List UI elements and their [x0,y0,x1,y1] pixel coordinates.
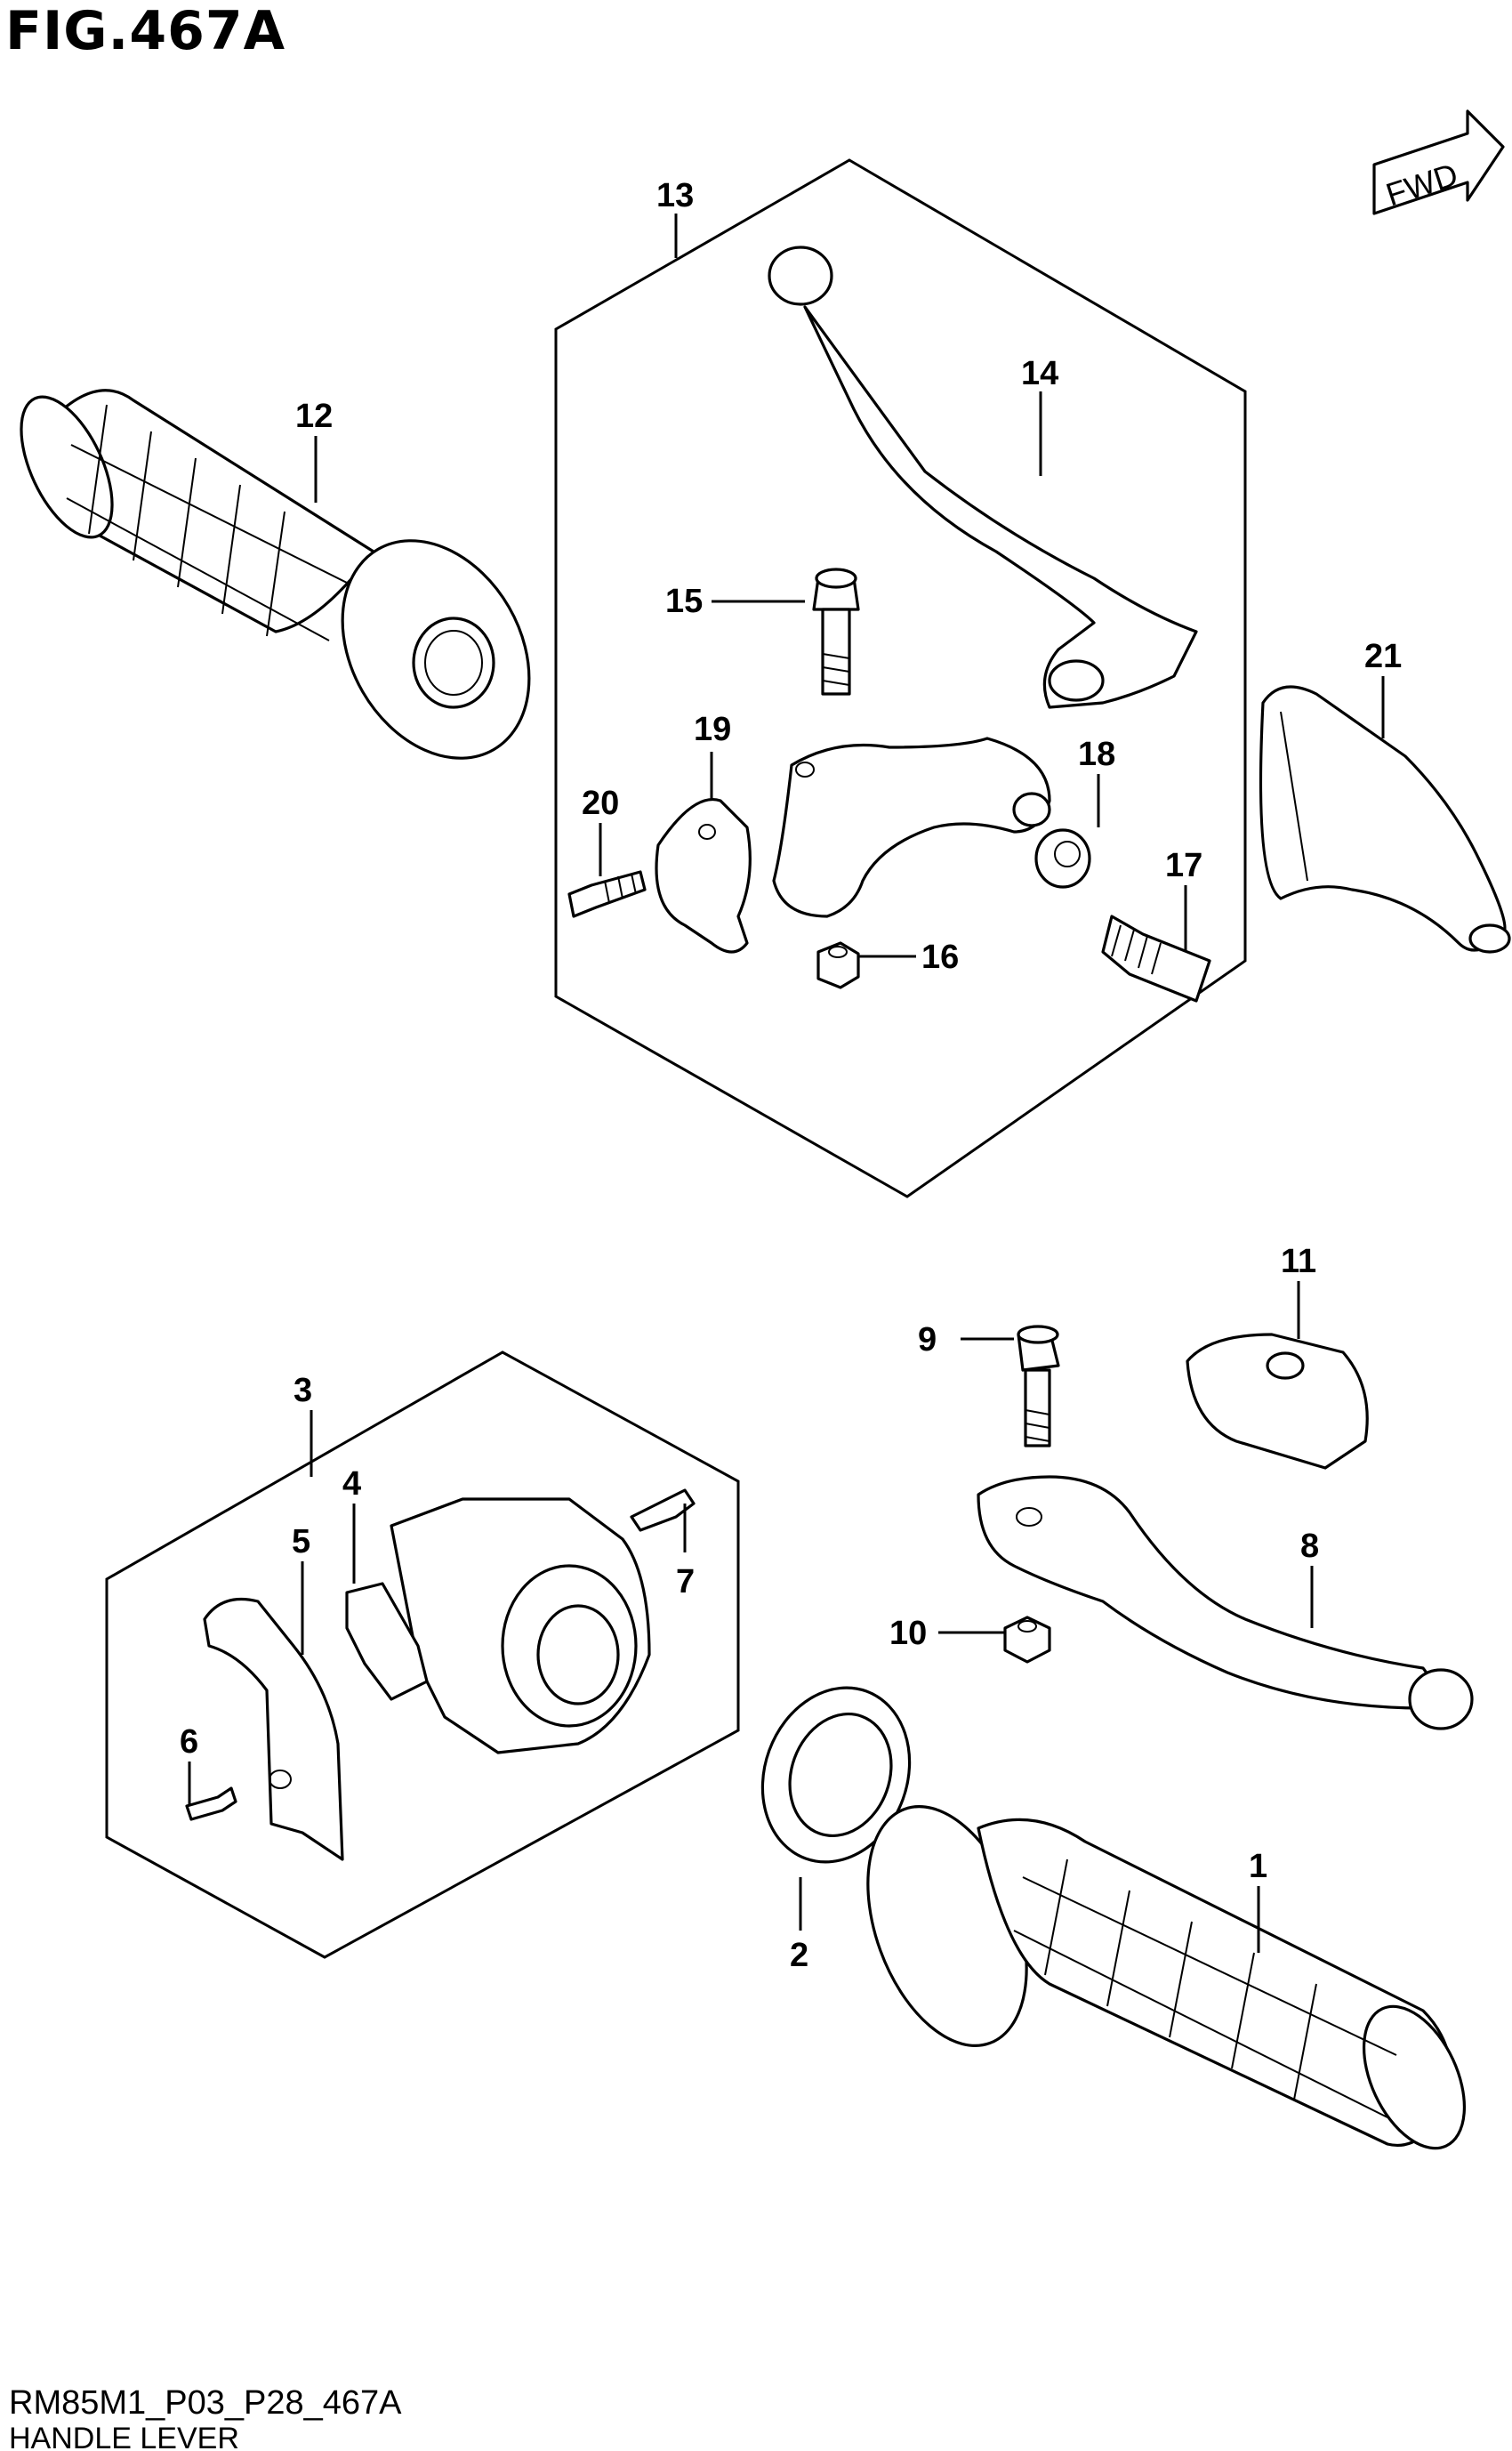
callout-10: 10 [889,1615,927,1652]
throttle-housing [390,1497,651,1754]
callout-labels: 12 13 14 15 19 20 18 17 16 21 11 9 8 10 … [180,177,1402,1974]
bolt-9 [1017,1325,1060,1447]
adjuster-nut-18 [1034,828,1091,889]
clutch-lever [768,246,1198,709]
callout-14: 14 [1021,355,1058,392]
lever-cover-11 [1186,1333,1369,1470]
callout-11: 11 [1281,1243,1316,1280]
group-box-3 [105,1350,740,1959]
brake-lever-8 [977,1475,1474,1730]
adjuster-bolt-17 [1101,915,1211,1003]
nut-10 [1003,1616,1051,1664]
bolt-15 [812,568,860,696]
leader-lines [188,214,1385,1953]
screw-7 [630,1488,696,1532]
callout-20: 20 [582,785,619,822]
callout-16: 16 [921,939,959,976]
lever-holder [772,737,1051,918]
grip-left [20,389,531,760]
callout-9: 9 [918,1321,937,1359]
lever-cover-21 [1259,685,1511,954]
group-box-13 [554,158,1247,1198]
figure-code: RM85M1_P03_P28_467A [9,2384,402,2422]
screw-6 [185,1786,237,1821]
callout-13: 13 [656,177,694,214]
callout-12: 12 [295,398,333,435]
callout-5: 5 [292,1523,310,1560]
callout-1: 1 [1249,1848,1267,1885]
callout-6: 6 [180,1723,198,1761]
callout-2: 2 [790,1937,808,1974]
nut-16 [816,941,860,989]
callout-21: 21 [1364,638,1402,675]
cover-5 [203,1597,344,1861]
callout-3: 3 [294,1372,312,1409]
callout-17: 17 [1165,847,1202,884]
figure-name: HANDLE LEVER [9,2422,239,2451]
callout-15: 15 [665,583,703,620]
callout-4: 4 [342,1465,361,1503]
callout-7: 7 [676,1563,695,1600]
callout-18: 18 [1078,736,1115,773]
bolt-20 [567,870,647,918]
callout-19: 19 [694,711,731,748]
callout-8: 8 [1300,1528,1319,1565]
figure-title: FIG.467A [5,0,286,62]
pulley-2 [760,1686,912,1864]
clamp-19 [655,798,752,954]
grip-right [866,1805,1467,2150]
fwd-arrow-icon: FWD [1372,109,1505,215]
cable-guide-4 [345,1582,429,1701]
